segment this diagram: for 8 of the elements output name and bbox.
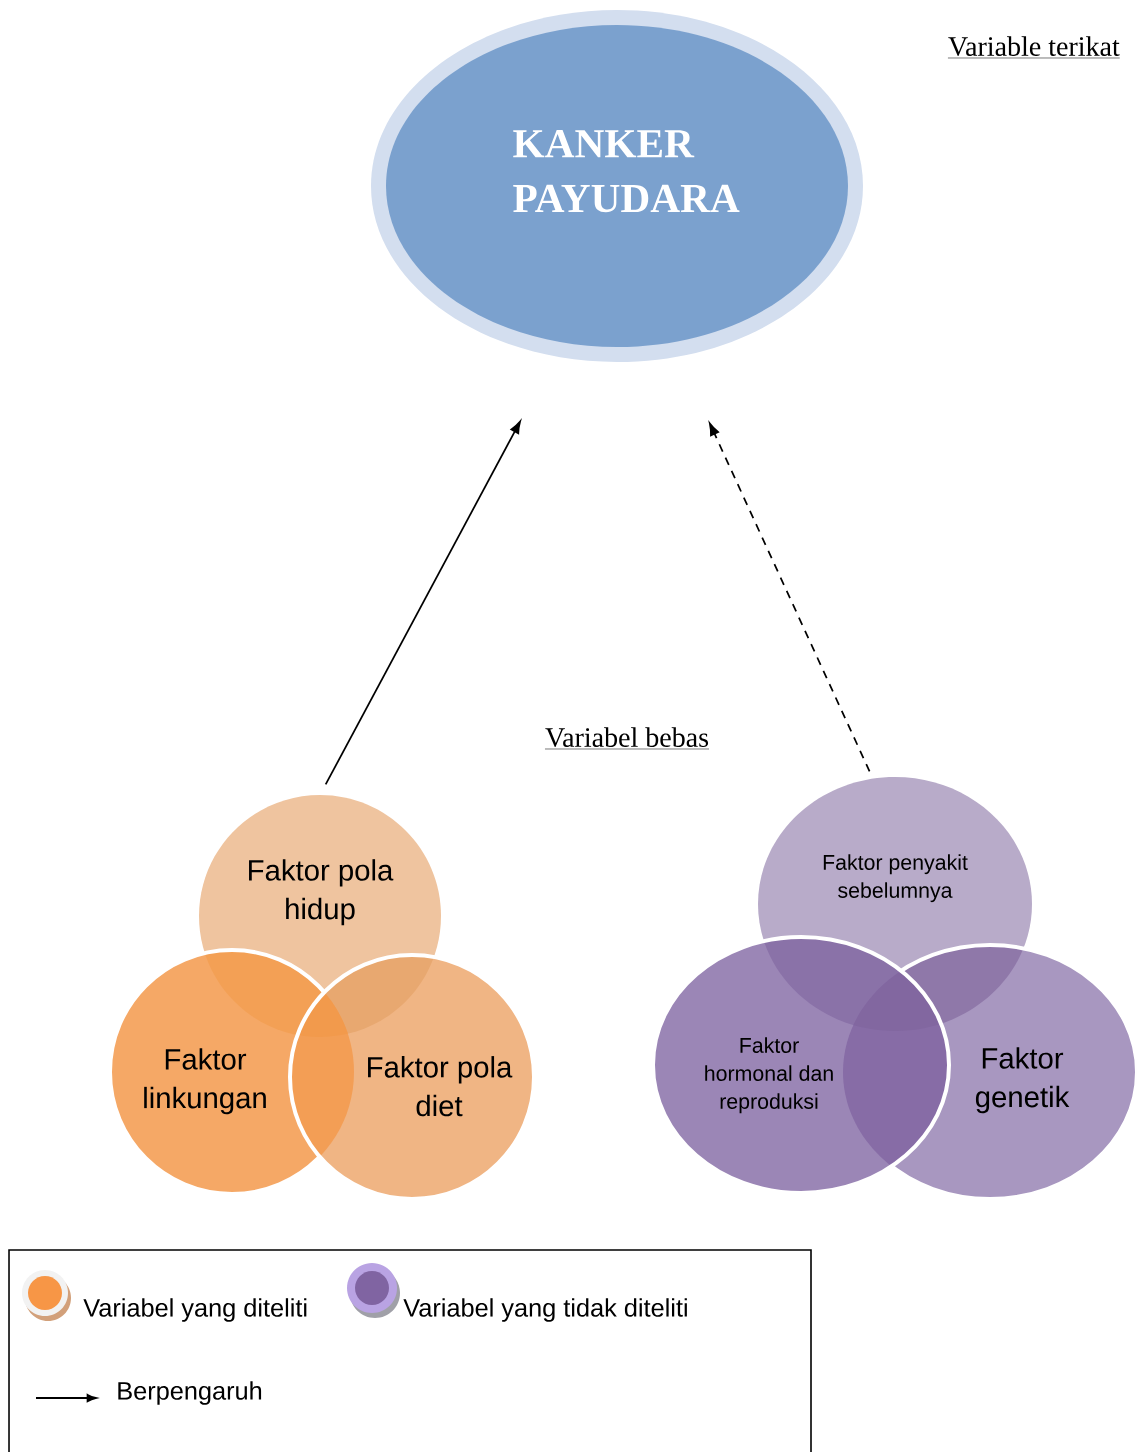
legend-text: Variabel yang diteliti: [83, 1298, 307, 1322]
arrow: [324, 420, 521, 786]
ellipse-node: KANKER PAYUDARA: [371, 10, 863, 362]
arrow: [709, 422, 871, 773]
legend-text: Variabel yang tidak diteliti: [403, 1298, 687, 1322]
underlined-label: Variabel bebas: [544, 727, 710, 750]
legend-text: Berpengaruh: [118, 1381, 262, 1405]
underlined-label: Variable terikat: [947, 36, 1120, 59]
